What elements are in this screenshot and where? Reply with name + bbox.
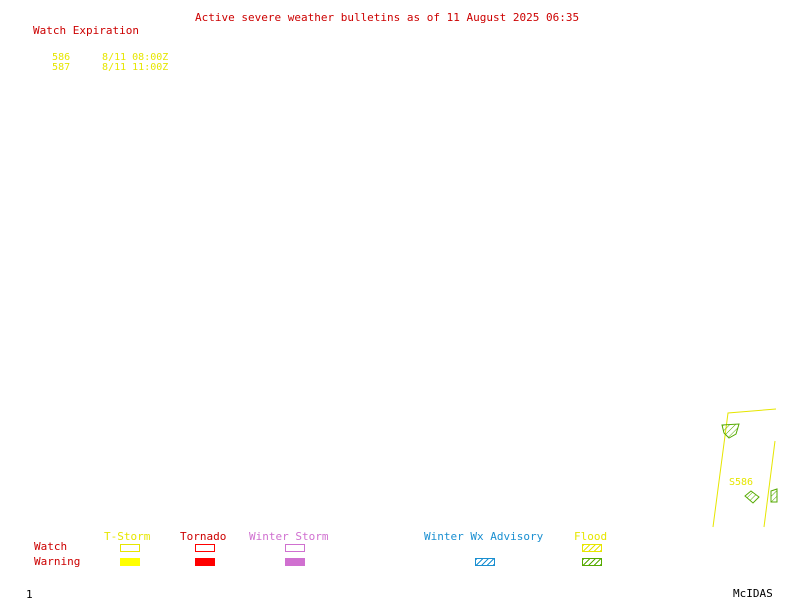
- tstorm-watch-swatch: [120, 544, 140, 552]
- winter-storm-watch-swatch: [285, 544, 305, 552]
- flood-watch-swatch: [582, 544, 602, 552]
- legend-col-tstorm: T-Storm: [104, 530, 151, 543]
- watch-row: 587 8/11 11:00Z: [40, 51, 168, 73]
- legend-col-flood: Flood: [574, 530, 608, 543]
- bulletin-title: Active severe weather bulletins as of 11…: [195, 11, 580, 24]
- watch-map-label: S586: [729, 477, 753, 488]
- watch-expiry: 8/11 11:00Z: [102, 62, 169, 73]
- page-number: 1: [26, 588, 33, 601]
- flood-warning-area: [770, 488, 778, 503]
- tstorm-warning-swatch: [120, 558, 140, 566]
- winter-storm-warning-swatch: [285, 558, 305, 566]
- legend-col-winter-wx-advisory: Winter Wx Advisory: [424, 530, 544, 543]
- watch-expiry: 8/11 08:00Z: [102, 52, 169, 63]
- winter-wx-advisory-swatch: [475, 558, 495, 566]
- watch-number: 587: [52, 62, 71, 73]
- flood-warning-swatch: [582, 558, 602, 566]
- watch-row: 586 8/11 08:00Z: [40, 41, 168, 63]
- flood-warning-area: [744, 490, 760, 504]
- legend-col-tornado: Tornado: [180, 530, 227, 543]
- legend-col-winter-storm: Winter Storm: [249, 530, 329, 543]
- legend-row-warning: Warning: [34, 555, 81, 568]
- legend-row-watch: Watch: [34, 540, 68, 553]
- watch-boundary-586: [712, 408, 777, 528]
- brand-label: McIDAS: [733, 587, 773, 600]
- watch-number: 586: [52, 52, 71, 63]
- tornado-warning-swatch: [195, 558, 215, 566]
- flood-warning-area: [721, 423, 740, 439]
- watch-boundary-587: [763, 440, 776, 528]
- tornado-watch-swatch: [195, 544, 215, 552]
- watch-expiration-header: Watch Expiration: [33, 24, 139, 37]
